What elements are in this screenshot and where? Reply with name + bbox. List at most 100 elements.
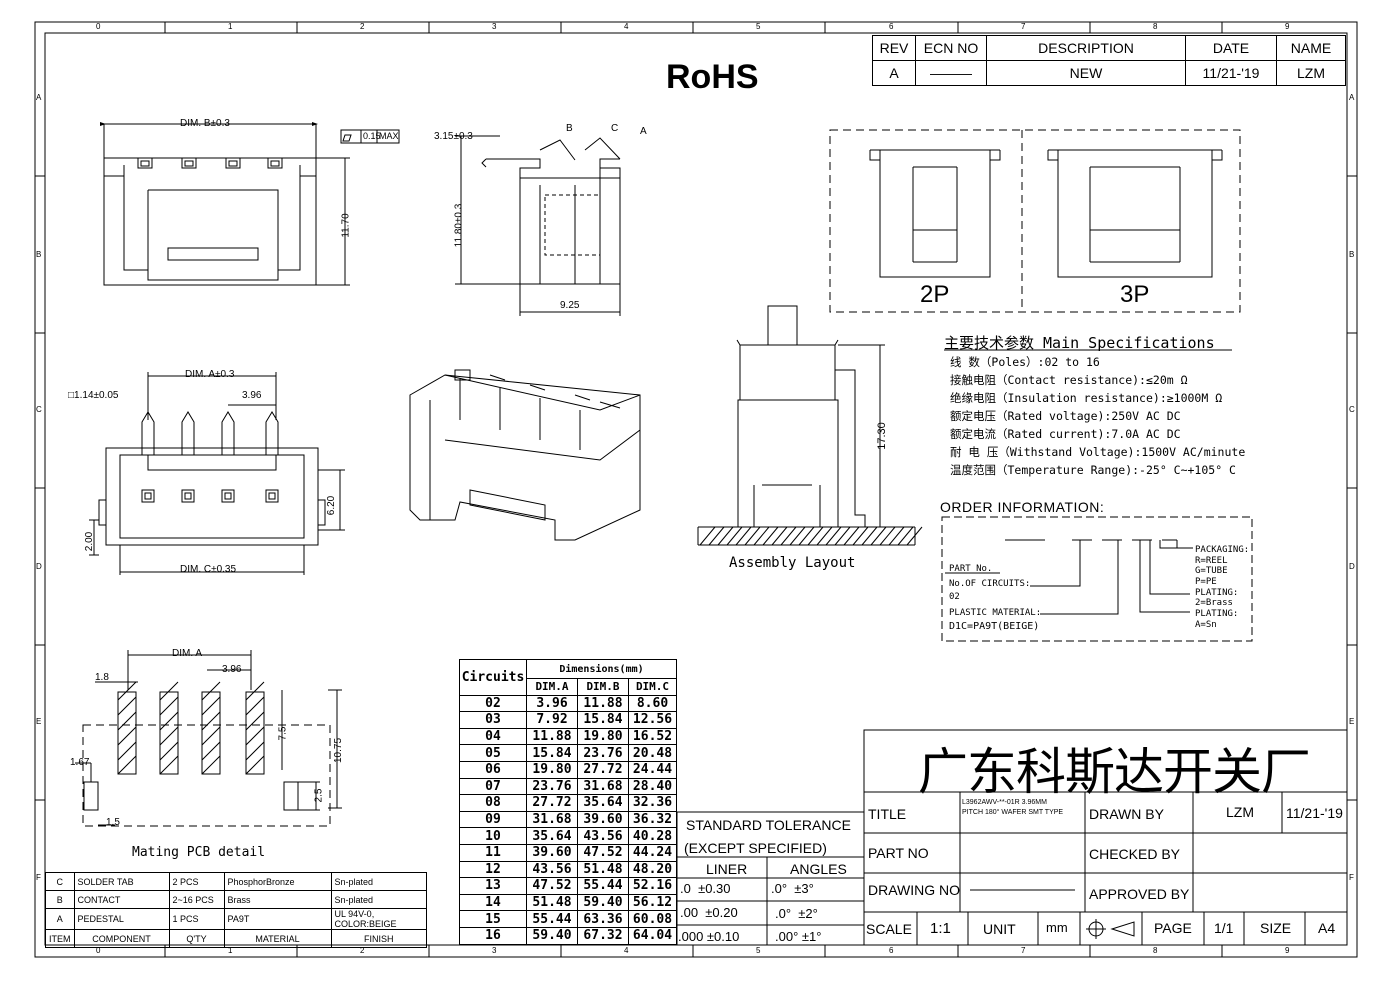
order-circuits-label: No.OF CIRCUITS: [949,579,1031,589]
dim-table-cell: 28.40 [628,777,677,796]
dim-table-cell: 64.04 [628,926,677,945]
dim-table-cell: 11.88 [526,727,578,746]
bom-cell: A [45,908,75,930]
dim-table-cell: 11 [459,843,527,862]
dim-a-label: DIM. A±0.3 [185,369,235,380]
dim-table-cell: 23.76 [577,744,629,762]
dim-315-label: 3.15±0.3 [434,131,473,142]
height-1180-label: 11.80±0.3 [453,203,465,248]
grid-label: A [36,93,42,102]
bom-cell: MATERIAL [223,929,332,948]
circuits-header: Circuits [459,659,527,696]
order-plastic-label: PLASTIC MATERIAL: [949,608,1042,618]
bom-cell: CONTACT [73,890,170,909]
dim-table-cell: 60.08 [628,910,677,928]
dim-table-cell: 19.80 [526,760,578,779]
order-packaging-tube: G=TUBE [1195,566,1228,576]
dim-table-cell: 51.48 [526,893,578,912]
dim-table-cell: 43.56 [577,827,629,845]
dim-table-cell: 31.68 [577,777,629,796]
dim-table-cell: 52.16 [628,877,677,895]
bom-cell: C [45,872,75,891]
dim-table-cell: 8.60 [628,694,677,713]
dim-table-cell: 27.72 [577,760,629,779]
spec-line: 接触电阻（Contact resistance):≤20m Ω [950,373,1188,387]
description-value: NEW [986,60,1186,86]
grid-label: 4 [624,946,629,955]
grid-label: 8 [1153,22,1158,31]
unit-label: UNIT [983,921,1016,937]
liner-header: LINER [706,861,748,877]
pcb-pitch-label: 3.96 [222,664,242,675]
scale-value: 1:1 [930,920,951,937]
bom-cell: 2~16 PCS [168,890,225,909]
assembly-layout-label: Assembly Layout [729,555,856,571]
dim-table-cell: 47.52 [577,843,629,862]
drawing-no-label: DRAWING NO [868,882,961,898]
grid-label: 2 [360,22,365,31]
grid-label: 5 [756,946,761,955]
dim-table-cell: 59.40 [526,926,578,945]
dim-b-col-header: DIM.B [577,678,629,696]
spec-line: 耐 电 压（Withstand Voltage):1500V AC/minute [950,445,1246,459]
spec-line: 绝缘电阻（Insulation resistance):≥1000M Ω [950,391,1223,405]
order-circuits-value: 02 [949,592,960,602]
grid-label: F [1349,873,1354,882]
dim-c-label: DIM. C±0.35 [180,564,237,575]
bom-cell: ITEM [45,929,75,948]
order-plating2-value: A=Sn [1195,620,1217,630]
size-label: SIZE [1260,920,1292,936]
bom-cell: B [45,890,75,909]
flatness-value: 0.15 [363,131,381,141]
dim-table-cell: 03 [459,711,527,729]
grid-label: 6 [889,22,894,31]
dim-table-cell: 40.28 [628,827,677,845]
grid-label: 9 [1285,22,1290,31]
date-value: 11/21-'19 [1185,60,1277,86]
bom-cell: 2 PCS [168,872,225,891]
tolerance-subtitle: (EXCEPT SPECIFIED) [684,840,827,856]
pcb-1075-label: 10.75 [333,737,345,764]
variant-2p-label: 2P [920,281,950,308]
grid-label: 3 [492,22,497,31]
specs-title: 主要技术参数 Main Specifications [944,334,1215,352]
tol-liner-1: .0 ±0.30 [680,881,731,896]
grid-label: D [1349,562,1355,571]
title-value-line2: PITCH 180° WAFER SMT TYPE [962,809,1064,816]
bom-cell: Q'TY [168,929,225,948]
order-packaging-pe: P=PE [1195,577,1217,587]
grid-label: 8 [1153,946,1158,955]
grid-label: 4 [624,22,629,31]
dim-table-cell: 27.72 [526,794,578,812]
grid-label: 7 [1021,22,1026,31]
grid-label: F [36,873,41,882]
bom-cell: COMPONENT [73,929,170,948]
bom-cell: PhosphorBronze [223,872,332,891]
dim-table-cell: 43.56 [526,860,578,879]
height-620-label: 6.20 [326,495,338,516]
height-1170-label: 11.70 [340,213,352,238]
ecn-header: ECN NO [915,35,987,61]
spec-line: 额定电压（Rated voltage):250V AC DC [950,409,1181,423]
dim-table-cell: 36.32 [628,810,677,829]
dim-table-cell: 15.84 [526,744,578,762]
grid-label: 6 [889,946,894,955]
grid-label: 5 [756,22,761,31]
tolerance-title: STANDARD TOLERANCE [686,817,851,833]
bom-cell: 1 PCS [168,908,225,930]
pin-square-label: □1.14±0.05 [68,390,119,401]
dim-table-cell: 39.60 [526,843,578,862]
dim-table-cell: 14 [459,893,527,912]
spec-line: 温度范围（Temperature Range):-25° C~+105° C [950,463,1236,477]
